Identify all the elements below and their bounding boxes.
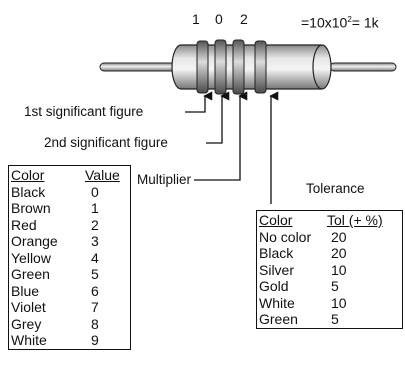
color-cell: Green <box>11 266 50 282</box>
value-cell: 8 <box>91 315 99 332</box>
band-4 <box>254 40 267 94</box>
tolerance-cell: 10 <box>331 294 347 311</box>
color-cell: White <box>11 332 47 348</box>
value-cell: 7 <box>91 299 99 315</box>
label-second-figure: 2nd significant figure <box>44 135 168 150</box>
table-row: Yellow 4 <box>9 250 131 267</box>
formula-exponent: 2 <box>347 15 352 24</box>
table-row: Grey 8 <box>9 316 131 333</box>
color-cell: Violet <box>11 299 46 315</box>
color-cell: Brown <box>11 200 51 216</box>
value-cell: 0 <box>91 183 99 200</box>
color-cell: Black <box>11 183 46 200</box>
color-cell: Gold <box>259 278 289 294</box>
tolerance-cell: 5 <box>331 278 339 294</box>
table-row: Blue 6 <box>9 283 131 300</box>
label-first-figure: 1st significant figure <box>24 104 144 119</box>
column-header-tolerance: Tol (+ %) <box>327 212 383 228</box>
color-cell: Blue <box>11 282 40 299</box>
table-row: White 10 <box>257 295 403 312</box>
table-row: Violet 7 <box>9 299 131 316</box>
resistance-formula: =10x102= 1k <box>301 12 379 31</box>
color-cell: Red <box>11 216 37 233</box>
value-cell: 2 <box>91 216 99 233</box>
band-3-digit: 2 <box>240 11 248 27</box>
value-cell: 9 <box>91 332 99 348</box>
table-row: Silver 10 <box>257 262 403 279</box>
label-multiplier: Multiplier <box>137 172 192 187</box>
table-row: Black 0 <box>9 184 131 201</box>
left-lead <box>99 62 181 72</box>
color-cell: Black <box>259 245 294 261</box>
table-header-row: Color Tol (+ %) <box>257 211 403 229</box>
tolerance-cell: 10 <box>331 261 347 278</box>
color-cell: Silver <box>259 261 295 278</box>
table-row: White 9 <box>9 332 131 349</box>
column-header-color: Color <box>11 167 45 183</box>
resistor-body <box>171 44 332 90</box>
band-2-digit: 0 <box>215 11 223 27</box>
table-row: No color 20 <box>257 229 403 246</box>
table-row: Black 20 <box>257 245 403 262</box>
table-row: Orange 3 <box>9 233 131 250</box>
color-cell: Yellow <box>11 249 51 266</box>
value-cell: 6 <box>91 282 99 299</box>
band-1-digit: 1 <box>192 11 200 27</box>
tolerance-cell: 20 <box>331 245 347 261</box>
color-cell: Orange <box>11 233 58 249</box>
leader-first-figure <box>185 91 213 113</box>
formula-main: =10x10 <box>301 14 348 31</box>
band-1 <box>196 40 209 94</box>
table-row: Green 5 <box>257 311 403 328</box>
column-header-value: Value <box>85 167 120 183</box>
color-cell: No color <box>259 228 312 245</box>
color-value-table: Color Value Black 0 Brown 1 Red 2 Orange 3 Y… <box>8 165 131 350</box>
table-row: Gold 5 <box>257 278 403 295</box>
value-cell: 5 <box>91 266 99 282</box>
tolerance-cell: 5 <box>331 311 339 327</box>
right-lead <box>329 62 397 72</box>
leader-second-figure <box>206 91 230 144</box>
table-row: Brown 1 <box>9 200 131 217</box>
leader-multiplier <box>194 91 248 181</box>
band-3 <box>232 39 245 95</box>
color-cell: Green <box>259 311 298 327</box>
table-header-row: Color Value <box>9 166 131 184</box>
color-cell: Grey <box>11 315 42 332</box>
label-tolerance: Tolerance <box>306 181 365 196</box>
value-cell: 4 <box>91 249 99 266</box>
tolerance-cell: 20 <box>331 228 347 245</box>
value-cell: 3 <box>91 233 99 249</box>
tolerance-table: Color Tol (+ %) No color 20 Black 20 Silve… <box>256 210 403 329</box>
color-cell: White <box>259 294 295 311</box>
column-header-color: Color <box>259 212 293 228</box>
band-2 <box>214 39 227 95</box>
table-row: Red 2 <box>9 217 131 234</box>
table-row: Green 5 <box>9 266 131 283</box>
formula-result: = 1k <box>351 14 379 31</box>
value-cell: 1 <box>91 200 99 216</box>
